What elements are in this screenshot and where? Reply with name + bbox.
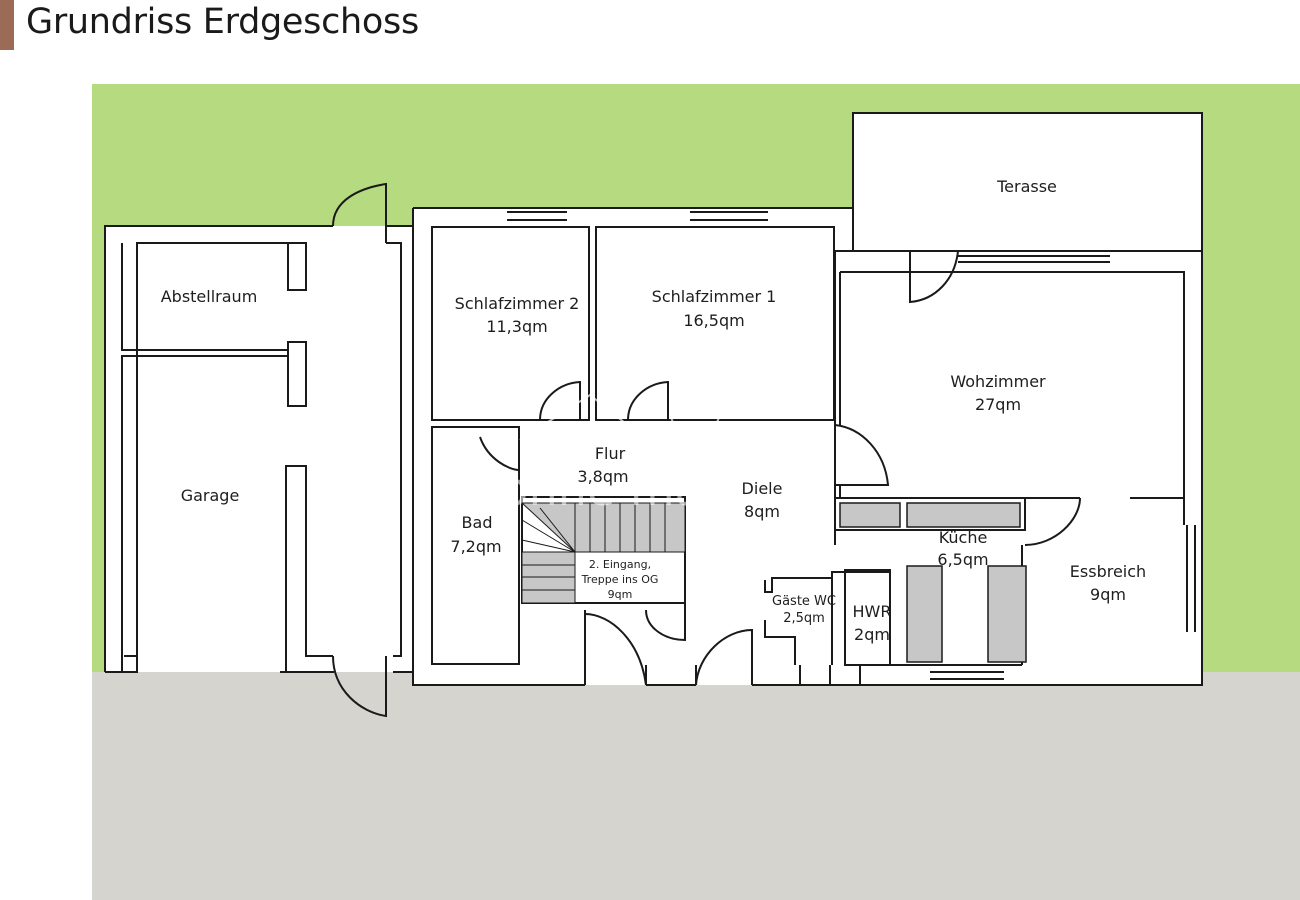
door-arc-bad	[479, 436, 520, 472]
window-top-2	[690, 211, 768, 221]
label-eingang-line1: 2. Eingang,	[589, 558, 651, 571]
label-hwr: HWR	[853, 602, 892, 621]
label-wohnzimmer-area: 27qm	[975, 395, 1021, 414]
stair-treads	[521, 503, 666, 591]
label-eingang-area: 9qm	[608, 588, 633, 601]
label-bad-area: 7,2qm	[450, 537, 501, 556]
page-title: Grundriss Erdgeschoss	[26, 2, 419, 42]
door-arc-terrasse	[909, 250, 959, 304]
window-top-1	[507, 211, 567, 221]
label-diele: Diele	[742, 479, 783, 498]
watermark-text: ohne makler	[500, 462, 789, 516]
garage-inner-walls	[121, 242, 402, 672]
door-arc-diele	[834, 424, 890, 486]
label-eingang-line2: Treppe ins OG	[581, 573, 659, 586]
door-arc-essbereich	[1024, 497, 1081, 546]
window-terrace	[958, 255, 1110, 263]
label-terasse: Terasse	[996, 177, 1057, 196]
door-arc-schlafzimmer2	[539, 380, 581, 421]
door-arc-eingang	[645, 603, 686, 642]
door-arc-bottom-right	[695, 628, 753, 686]
label-kueche: Küche	[939, 528, 988, 547]
label-gaeste-wc-area: 2,5qm	[783, 611, 825, 626]
wohnzimmer-walls	[839, 271, 1185, 525]
window-essbereich	[1186, 525, 1196, 632]
label-garage: Garage	[181, 486, 240, 505]
kitchen-fixtures	[839, 502, 1027, 663]
label-essbereich-area: 9qm	[1090, 585, 1126, 604]
label-schlafzimmer2: Schlafzimmer 2	[455, 294, 580, 313]
label-schlafzimmer1: Schlafzimmer 1	[652, 287, 777, 306]
door-arc-bottom-left	[584, 613, 647, 686]
label-gaeste-wc: Gäste WC	[772, 594, 836, 609]
label-kueche-area: 6,5qm	[937, 550, 988, 569]
garage-gate-arc	[332, 182, 387, 718]
label-schlafzimmer1-area: 16,5qm	[683, 311, 744, 330]
building-floors	[105, 113, 1202, 685]
label-flur: Flur	[595, 444, 626, 463]
walls	[104, 112, 1203, 718]
street-area	[92, 672, 1300, 900]
watermark-logo	[519, 384, 721, 460]
label-schlafzimmer2-area: 11,3qm	[486, 317, 547, 336]
hwr-walls	[844, 569, 891, 666]
label-diele-area: 8qm	[744, 502, 780, 521]
schlafzimmer2-walls	[431, 226, 590, 421]
label-bad: Bad	[462, 513, 493, 532]
door-arc-schlafzimmer1	[627, 380, 669, 421]
label-wohnzimmer: Wohzimmer	[950, 372, 1046, 391]
label-hwr-area: 2qm	[854, 625, 890, 644]
schlafzimmer1-walls	[595, 226, 835, 421]
title-accent-bar	[0, 0, 14, 50]
room-labels: Terasse Abstellraum Garage Schlafzimmer …	[161, 177, 1146, 644]
bad-walls	[431, 426, 520, 665]
kitchen-counter-frame	[834, 497, 1026, 531]
gaeste-wc-walls	[764, 571, 891, 666]
window-bottom	[930, 671, 1004, 680]
label-flur-area: 3,8qm	[577, 467, 628, 486]
label-essbereich: Essbreich	[1070, 562, 1146, 581]
label-abstellraum: Abstellraum	[161, 287, 258, 306]
